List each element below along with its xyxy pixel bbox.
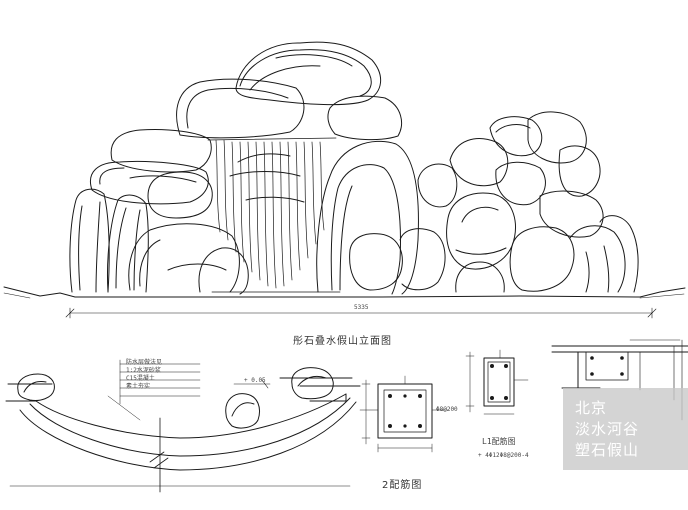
watermark-line-3: 塑石假山 xyxy=(575,441,640,459)
waterfall-streams xyxy=(215,139,325,289)
watermark-line-2: 淡水河谷 xyxy=(575,420,640,438)
beam-spec: + 4Φ12Φ8@200-4 xyxy=(478,452,529,459)
waterfall xyxy=(207,137,341,293)
dimension-line xyxy=(65,307,657,319)
section-note-4: 素土夯实 xyxy=(126,383,151,390)
water-level-mark: + 0.05 xyxy=(244,377,266,384)
section-note-1: 防水层做法见 xyxy=(126,359,163,366)
section-note-3: C15混凝土 xyxy=(126,375,155,382)
watermark-line-1: 北京 xyxy=(575,399,608,417)
beam-label: L1配筋图 xyxy=(482,437,516,446)
section-note-2: 1:2水泥砂浆 xyxy=(126,367,161,374)
ground-line xyxy=(3,286,686,298)
overall-dimension-label: 5335 xyxy=(354,304,369,311)
rebar-note: Φ8@200 xyxy=(436,406,458,413)
column-section-detail xyxy=(359,375,449,453)
beam-detail xyxy=(465,349,529,415)
watermark: 北京 淡水河谷 塑石假山 xyxy=(563,388,688,470)
elevation-title: 彤石叠水假山立面图 xyxy=(293,336,392,347)
rebar-dots xyxy=(388,394,422,428)
section-title: 2配筋图 xyxy=(382,480,423,491)
pond-section xyxy=(5,359,361,493)
rockery-elevation xyxy=(3,41,686,319)
